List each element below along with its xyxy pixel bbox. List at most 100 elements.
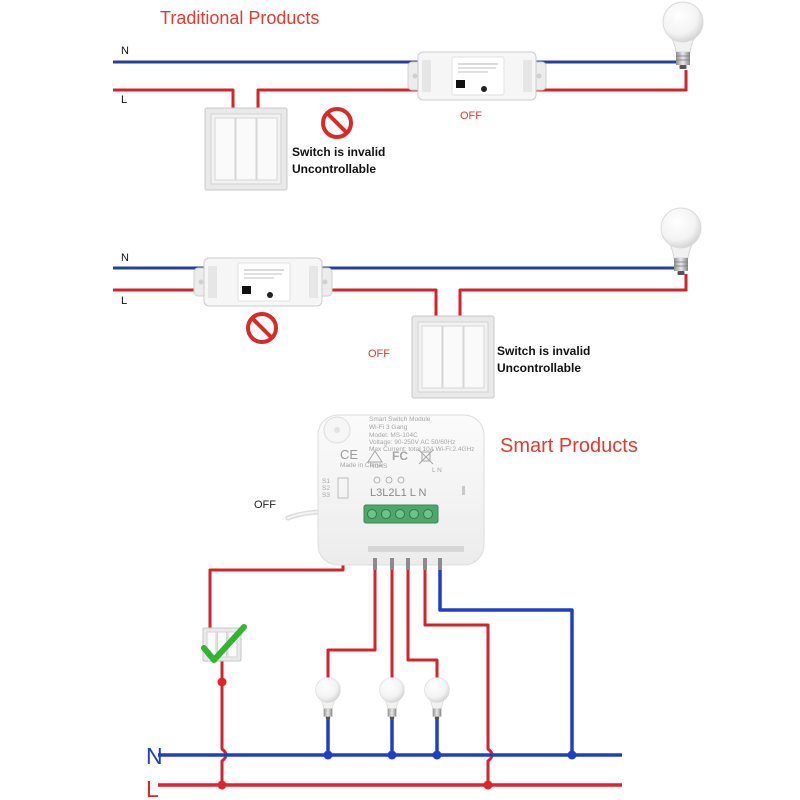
s1-label: S1 (322, 478, 330, 485)
rohs-mark: RoHS (370, 463, 388, 470)
relay-terminal-right (523, 60, 532, 92)
wifi-relay-module (407, 51, 547, 101)
neutral-label: N (121, 45, 129, 57)
live-bus-label: L (146, 776, 159, 800)
prohibited-slash (325, 111, 349, 135)
made-in-label: Made in China (340, 462, 382, 469)
relay-screw-hole (412, 73, 418, 79)
module-label-line: Voltage: 90-250V AC 50/60Hz (369, 439, 455, 446)
screw-symbol (397, 476, 405, 484)
fc-mark: FC (392, 449, 408, 463)
light-bulb-icon (315, 677, 341, 720)
prohibited-ring (321, 107, 353, 139)
s2-label: S2 (322, 485, 330, 492)
relay-status: OFF (460, 110, 482, 122)
smart-status: OFF (254, 499, 276, 511)
bulb-contact (677, 271, 685, 275)
bulb-globe (315, 677, 341, 703)
bulb-base (323, 708, 333, 717)
light-bulb-icon (662, 1, 704, 69)
screw-symbol-icon (373, 476, 405, 484)
live-wire-to-bulb (458, 274, 688, 318)
terminal-screw (423, 509, 433, 519)
relay-button (267, 292, 273, 298)
module-label-line: Smart Switch Module (369, 416, 431, 423)
live-label: L (121, 94, 127, 106)
bulb-base (676, 52, 690, 65)
bulb-globe (662, 1, 704, 43)
relay-terminal-left (422, 60, 431, 92)
junction-dot (323, 750, 333, 760)
wifi-relay-module (193, 257, 333, 307)
junction-dot (483, 780, 493, 790)
screw-symbol (373, 476, 381, 484)
bin-cross (418, 449, 434, 465)
bulb-contact (325, 716, 331, 720)
relay-screw-hole (198, 279, 204, 285)
bulb-contact (434, 716, 440, 720)
switch-note-line2: Uncontrollable (497, 361, 581, 375)
l1-output-wire (406, 565, 439, 678)
relay-terminal-right (309, 266, 318, 298)
relay-screw-hole (536, 73, 542, 79)
switch-note-line1: Switch is invalid (497, 344, 590, 358)
prohibited-slash (250, 316, 274, 340)
switch-note-line2: Uncontrollable (292, 162, 376, 176)
bulb-contact (389, 716, 395, 720)
terminal-screw (367, 509, 377, 519)
bulb-base (432, 708, 442, 717)
light-bulb-icon (660, 207, 702, 275)
relay-label-panel (237, 262, 291, 302)
screw-symbol (385, 476, 393, 484)
terminal-screw (395, 509, 405, 519)
switch-rocker (421, 325, 443, 389)
bulb-base (674, 258, 688, 271)
switch-rocker (463, 325, 485, 389)
wire-lead (406, 558, 410, 570)
switch-rocker (256, 117, 278, 181)
junction-dot (387, 750, 397, 760)
warning-triangle-icon (367, 450, 383, 463)
recycle-bin-icon (418, 449, 434, 465)
relay-label-panel (451, 56, 505, 96)
junction-dot (217, 677, 227, 687)
neutral-input-wire (438, 565, 574, 755)
module-label-line: Wi-Fi 3 Gang (369, 424, 408, 431)
bulb-base (387, 708, 397, 717)
switch-status: OFF (368, 348, 390, 360)
relay-terminal-left (208, 266, 217, 298)
switch-input-wire (208, 562, 345, 630)
prohibited-icon (246, 312, 278, 344)
terminal-screw (409, 509, 419, 519)
relay-screw-hole (322, 279, 328, 285)
wire-lead (390, 558, 394, 570)
wall-switch-icon (204, 107, 288, 191)
s-terminal-box (337, 477, 349, 499)
ln-top-label: L N (432, 467, 442, 474)
bulb-contact (679, 65, 687, 69)
traditional-products-title: Traditional Products (160, 8, 319, 28)
relay-logo-icon (242, 286, 251, 294)
switch-rocker (214, 117, 236, 181)
smart-products-title: Smart Products (500, 435, 638, 457)
switch-rocker (235, 117, 257, 181)
neutral-label: N (121, 252, 129, 264)
switch-rocker (442, 325, 464, 389)
wall-switch-icon (411, 315, 495, 399)
bulb-globe (379, 677, 405, 703)
module-label-line: Model: MS-104C (369, 432, 418, 439)
smart-switch-module: Smart Switch Module Wi-Fi 3 Gang Model: … (317, 414, 485, 570)
switch-note-line1: Switch is invalid (292, 145, 385, 159)
l3-output-wire (326, 565, 377, 678)
prohibited-icon (321, 107, 353, 139)
prohibited-ring (246, 312, 278, 344)
light-bulb-icon (379, 677, 405, 720)
relay-button (481, 86, 487, 92)
module-body (317, 414, 485, 566)
terminal-screw (381, 509, 391, 519)
light-bulb-icon (424, 677, 450, 720)
bulb-globe (660, 207, 702, 249)
relay-logo-icon (456, 80, 465, 88)
ce-mark: CE (340, 447, 358, 462)
